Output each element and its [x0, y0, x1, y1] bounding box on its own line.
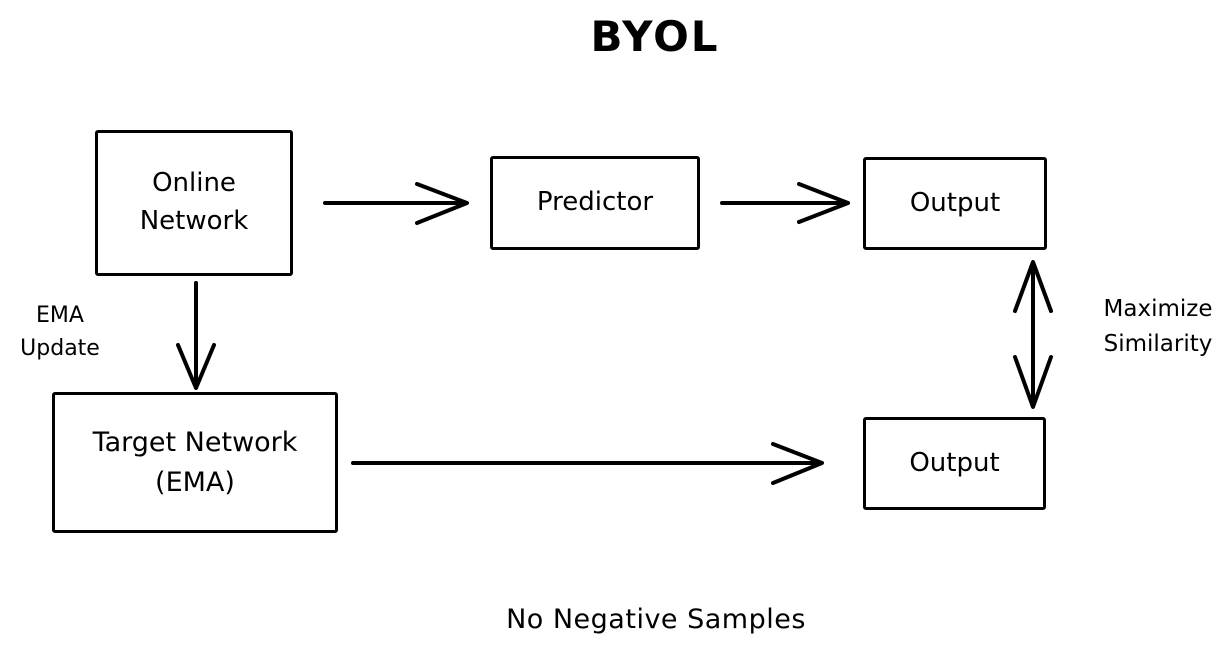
- arrow-maximize-similarity-double: [1013, 260, 1053, 409]
- label-ema-update-line2: Update: [20, 336, 100, 361]
- node-output-bottom-label: Output: [909, 447, 1000, 478]
- label-maximize-similarity: Maximize Similarity: [1096, 292, 1220, 361]
- label-ema-update: EMA Update: [8, 299, 112, 365]
- label-no-negative-samples: No Negative Samples: [506, 604, 806, 635]
- label-maximize-similarity-line2: Similarity: [1103, 330, 1213, 357]
- arrow-online-to-predictor: [323, 182, 469, 225]
- node-target-network-label-line2: (EMA): [155, 466, 235, 498]
- node-predictor-label: Predictor: [536, 187, 654, 218]
- label-maximize-similarity-line1: Maximize: [1103, 296, 1213, 322]
- node-output-top: Output: [863, 157, 1047, 250]
- node-target-network-label-line1: Target Network: [92, 427, 298, 459]
- diagram-title: BYOL: [590, 12, 720, 61]
- node-online-network-label-line2: Network: [139, 206, 249, 236]
- arrow-predictor-to-output: [720, 182, 850, 224]
- arrow-target-to-output: [351, 442, 824, 485]
- arrow-ema-update-down: [176, 281, 216, 390]
- node-output-bottom: Output: [863, 417, 1046, 510]
- label-ema-update-line1: EMA: [36, 303, 84, 328]
- node-online-network: Online Network: [95, 130, 293, 276]
- node-online-network-label-line1: Online: [152, 168, 236, 199]
- node-output-top-label: Output: [909, 187, 1001, 218]
- node-target-network: Target Network (EMA): [52, 392, 338, 533]
- node-predictor: Predictor: [490, 156, 700, 250]
